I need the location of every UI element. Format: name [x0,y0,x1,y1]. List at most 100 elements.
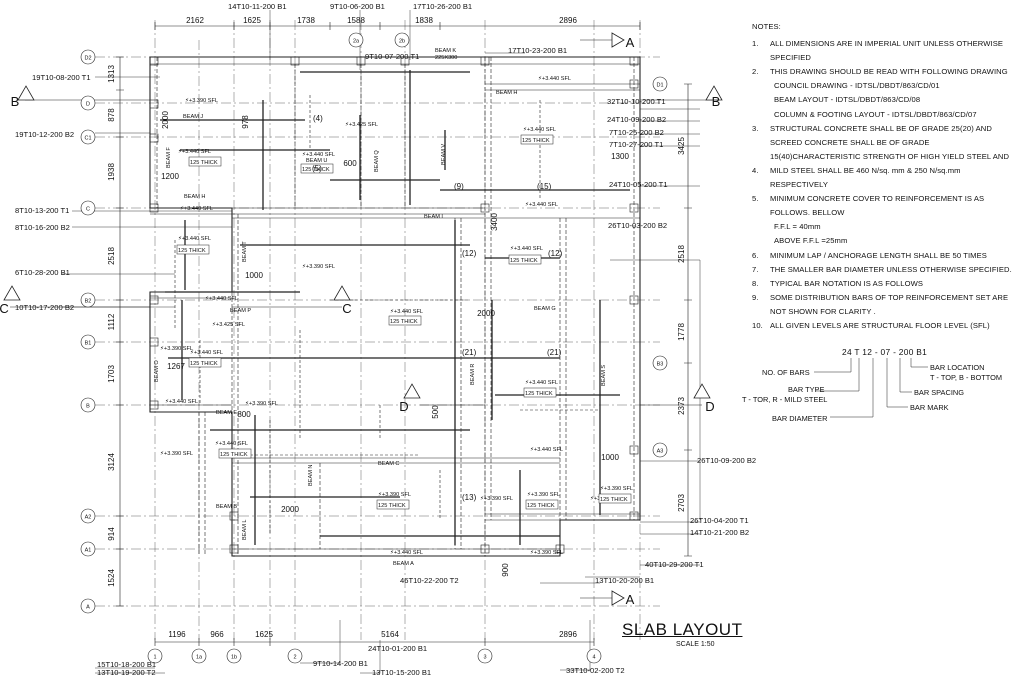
thickness-box [176,244,210,255]
column-grid-label: 2b [399,39,405,45]
section-mark: B [11,94,20,109]
section-arrow-b-left [17,85,35,101]
thickness-box [520,134,554,145]
rebar-label: 10T10-17-200 B2 [15,303,74,312]
note-line: MINIMUM CONCRETE COVER TO REINFORCEMENT … [770,194,985,204]
dimension-text: 1625 [243,16,261,25]
section-arrow-c-right [333,285,351,301]
rebar-label: 13T10-15-200 B1 [372,668,431,675]
rebar-label: 8T10-13-200 T1 [15,206,69,215]
rebar-label: 19T10-12-200 B2 [15,130,74,139]
beam-label: BEAM P [230,308,251,314]
note-line: COLUMN & FOOTING LAYOUT - IDTSL/DBDT/863… [774,109,977,119]
row-grid-label: A3 [657,449,664,455]
thickness-label: 125 THICK [378,503,406,509]
drawing-scale: SCALE 1:50 [676,641,715,648]
thickness-box [525,499,559,510]
dimension-text: 3124 [107,453,116,471]
dimension-text: 2162 [186,16,204,25]
drawing-title: SLAB LAYOUT [622,620,743,639]
bar-notation-legend: 24 T 12 - 07 - 200 B1 NO. OF BARS BAR TY… [730,345,1020,435]
thickness-label: 125 THICK [510,258,538,264]
row-grid-bubble [80,49,96,65]
dimension-text: 1200 [161,172,179,181]
dimension-text: 1000 [245,271,263,280]
section-mark: A [626,592,635,607]
level-tag: ⚡+3.440 SFL [523,126,556,133]
label-bar-diameter: BAR DIAMETER [772,414,828,423]
column-grid-bubble [226,648,242,664]
column-grid-bubble [147,648,163,664]
dimension-text: 2896 [559,630,577,639]
note-line: MILD STEEL SHALL BE 460 N/sq. mm & 250 N… [770,165,961,175]
beam-label: BEAM U [306,158,327,164]
beam-label: BEAM L [242,519,248,540]
level-tag: ⚡+3.440 SFL [190,349,223,356]
level-tag: ⚡+3.390 SFL [527,491,560,498]
row-grid-label: D [86,102,90,108]
dimension-text: 2518 [677,245,686,263]
beam-label: BEAM I [424,214,443,220]
thickness-box [376,499,410,510]
section-mark: D [705,399,714,414]
note-item: 7.THE SMALLER BAR DIAMETER UNLESS OTHERW… [752,263,1018,277]
level-tag: ⚡+3.425 SFL [212,321,245,328]
dimension-text: 1703 [107,365,116,383]
dimension-text: 1625 [255,630,273,639]
column-grid-label: 2a [353,39,360,45]
section-arrow-d-left [403,383,421,399]
dimension-text: 1524 [107,569,116,587]
note-number: 4. [752,165,759,175]
level-tag: ⚡+3.440 SFL [180,205,213,212]
beam-label: BEAM Q [374,150,380,172]
row-grid-bubble [80,95,96,111]
level-tag: ⚡+3.440 SFL [178,235,211,242]
beam-label: BEAM C [378,461,399,467]
note-line: COUNCIL DRAWING - IDTSL/DBDT/863/CD/01 [774,81,940,91]
note-item: 5.MINIMUM CONCRETE COVER TO REINFORCEMEN… [752,192,1018,248]
section-mark: D [399,399,408,414]
rebar-label: 9T10-06-200 B1 [330,2,385,11]
rebar-label: 14T10-21-200 B2 [690,528,749,537]
dimension-text: 1588 [347,16,365,25]
note-line: SCREED CONCRETE SHALL BE OF GRADE [770,137,930,147]
beam-label: BEAM R [470,364,476,385]
row-grid-label: B2 [85,299,92,305]
row-grid-bubble [80,129,96,145]
note-item: 10.ALL GIVEN LEVELS ARE STRUCTURAL FLOOR… [752,319,1018,333]
dimension-text: 1778 [677,323,686,341]
level-tag: ⚡+3.440 SFL [390,549,423,556]
beam-lines-vertical [156,57,635,556]
note-item: 9.SOME DISTRIBUTION BARS OF TOP REINFORC… [752,291,1018,319]
note-item: 4. MILD STEEL SHALL BE 460 N/sq. mm & 250… [752,164,1018,192]
rebar-label: 32T10-10-200 T1 [607,97,666,106]
dimension-text: 2000 [161,111,170,129]
beam-label: BEAM N [308,465,314,486]
title-block: SLAB LAYOUT SCALE 1:50 [622,620,782,648]
rebar-label: 17T10-23-200 B1 [508,46,567,55]
thickness-box [300,163,334,174]
level-tag: ⚡+3.390 SFL [160,345,193,352]
bar-notation-example: 24 T 12 - 07 - 200 B1 [842,347,928,357]
note-line: SOME DISTRIBUTION BARS OF TOP REINFORCEM… [770,292,1009,302]
dimension-right [684,83,692,557]
row-grid-bubble [652,355,668,371]
note-number: 7. [752,264,759,274]
level-tag: ⚡+3.440 SFL [215,440,248,447]
level-tag: ⚡+3.390 SFL [530,549,563,556]
dimension-text: 800 [237,410,251,419]
section-arrow-a-bottom [611,590,625,606]
note-line: ABOVE F.F.L =25mm [774,236,848,246]
dimension-text: 1000 [601,453,619,462]
note-line: STRUCTURAL CONCRETE SHALL BE OF GRADE 25… [770,123,992,133]
thickness-box [598,493,632,504]
rebar-label: 6T10-28-200 B1 [15,268,70,277]
note-number: 6. [752,250,759,260]
beam-label: BEAM B [216,504,237,510]
section-mark: C [0,301,9,316]
note-line: NOT SHOWN FOR CLARITY . [770,306,876,316]
level-tag: ⚡+3.440 SFL [205,295,238,302]
bar-mark: (21) [547,348,562,357]
thickness-box [188,156,222,167]
